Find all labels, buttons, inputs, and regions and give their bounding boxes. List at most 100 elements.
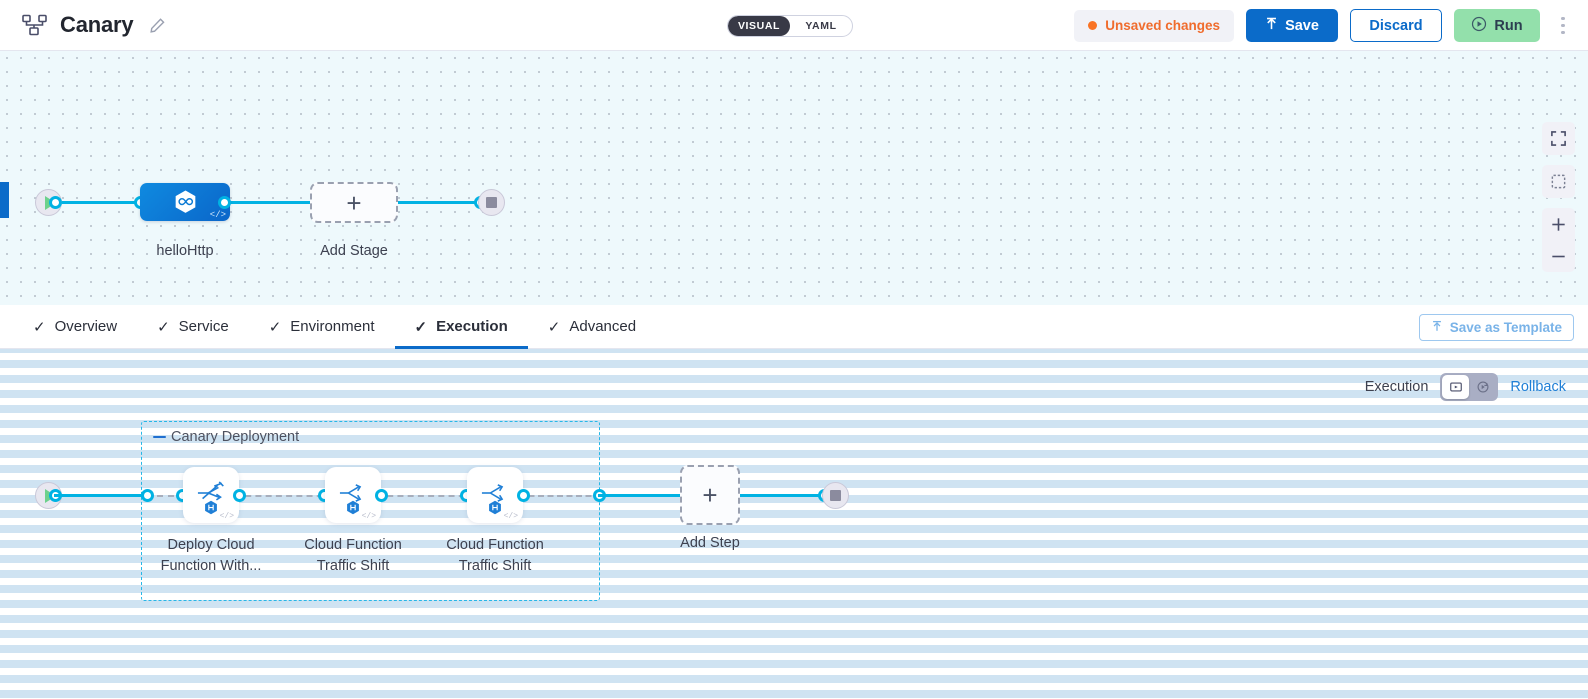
check-icon: ✓ [157, 318, 170, 336]
traffic-shift-icon [337, 479, 369, 512]
code-glyph-icon: </> [219, 512, 234, 521]
save-button[interactable]: Save [1246, 9, 1338, 42]
harness-hexagon-badge [346, 500, 361, 515]
status-dot-icon [1088, 21, 1098, 30]
upload-arrow-icon [1265, 17, 1278, 35]
step-label-line1: Cloud Function [446, 537, 544, 553]
plus-icon: + [346, 187, 362, 218]
rollback-link[interactable]: Rollback [1510, 379, 1566, 395]
step-label-line1: Deploy Cloud [167, 537, 255, 553]
play-circle-icon [1471, 16, 1487, 36]
discard-button[interactable]: Discard [1350, 9, 1442, 42]
connector-addstep-to-end [740, 494, 822, 497]
discard-button-label: Discard [1369, 17, 1423, 34]
execution-end-node[interactable] [822, 482, 849, 509]
port-step3-out [517, 489, 530, 502]
execution-view-toggle[interactable] [1440, 373, 1499, 401]
page-title: Canary [60, 12, 134, 37]
tab-advanced[interactable]: ✓ Advanced [528, 305, 656, 349]
hexagon-infinity-icon [172, 189, 199, 216]
rollback-view-icon[interactable] [1469, 375, 1496, 399]
check-icon: ✓ [268, 318, 282, 336]
add-step-label: Add Step [680, 535, 740, 551]
stop-end-icon [486, 197, 497, 208]
connector-group-in-step1 [146, 495, 196, 497]
tab-environment[interactable]: ✓ Environment [249, 305, 395, 349]
pipeline-end-node[interactable] [478, 189, 505, 216]
step-label-line2: Traffic Shift [316, 558, 390, 574]
tab-advanced-label: Advanced [569, 318, 637, 335]
run-button[interactable]: Run [1454, 9, 1540, 42]
add-stage-button[interactable]: + [310, 182, 398, 223]
check-icon: ✓ [547, 318, 561, 336]
add-step-button[interactable]: + [680, 465, 740, 525]
stage-group-header[interactable]: Canary Deployment [153, 429, 299, 445]
pipeline-stage-canvas[interactable]: </> helloHttp + Add Stage [0, 51, 1588, 305]
canvas-left-accent-bar [0, 182, 9, 218]
stage-group-title: Canary Deployment [171, 429, 300, 445]
zoom-out-icon[interactable] [1542, 240, 1575, 272]
harness-hexagon-badge [488, 500, 503, 515]
save-as-template-button[interactable]: Save as Template [1418, 314, 1574, 341]
step-node-traffic-shift-2[interactable]: </> [467, 467, 523, 523]
step-label-line1: Cloud Function [304, 537, 402, 553]
tab-overview-label: Overview [54, 318, 118, 335]
step-label-line2: Function With... [160, 558, 262, 574]
pencil-edit-icon[interactable] [149, 17, 166, 34]
unsaved-changes-badge: Unsaved changes [1074, 9, 1234, 42]
plus-icon: + [702, 480, 718, 510]
view-mode-toggle[interactable]: VISUAL YAML [727, 15, 853, 37]
tab-execution[interactable]: ✓ Execution [394, 305, 529, 349]
header-actions: Unsaved changes Save Discard [1074, 9, 1574, 42]
step-label-traffic-shift-2: Cloud Function Traffic Shift [420, 535, 570, 577]
execution-steps-canvas[interactable]: Execution Rollback [0, 349, 1588, 699]
port-start-out [49, 196, 62, 209]
tab-overview[interactable]: ✓ Overview [13, 305, 137, 349]
step-node-traffic-shift-1[interactable]: </> [325, 467, 381, 523]
code-glyph-icon: </> [503, 512, 518, 521]
config-tabs: ✓ Overview ✓ Service ✓ Environment ✓ Exe… [0, 305, 1588, 349]
step-node-deploy-cloud-function[interactable]: </> [183, 467, 239, 523]
stage-node-label: helloHttp [156, 243, 214, 259]
step-label-deploy-cloud-function: Deploy Cloud Function With... [136, 535, 286, 577]
run-button-label: Run [1494, 17, 1523, 34]
tab-execution-label: Execution [436, 318, 508, 335]
connector-start-to-stage [54, 201, 146, 204]
port-stage-out [218, 196, 231, 209]
port-group-in [141, 489, 154, 502]
check-icon: ✓ [33, 318, 46, 336]
tab-service[interactable]: ✓ Service [137, 305, 249, 349]
fullscreen-icon[interactable] [1542, 122, 1575, 155]
stage-node-hellohttp[interactable]: </> [140, 183, 230, 221]
connector-stage-to-addstage [224, 201, 314, 204]
collapse-dash-icon[interactable] [153, 435, 166, 439]
tab-visual[interactable]: VISUAL [728, 16, 790, 36]
add-stage-label: Add Stage [320, 243, 388, 259]
traffic-shift-icon [479, 479, 511, 512]
harness-hexagon-badge [204, 500, 219, 515]
deploy-function-icon [195, 479, 227, 512]
stop-end-icon [830, 490, 841, 501]
port-step1-out [233, 489, 246, 502]
check-icon: ✓ [414, 318, 428, 336]
connector-group-to-addstep [598, 494, 680, 497]
tab-service-label: Service [178, 318, 229, 335]
save-as-template-label: Save as Template [1449, 320, 1562, 335]
select-area-icon[interactable] [1542, 165, 1575, 198]
kebab-menu-icon[interactable] [1552, 10, 1574, 42]
stage-group-canary-deployment[interactable]: Canary Deployment [141, 421, 600, 601]
step-label-line2: Traffic Shift [458, 558, 532, 574]
execution-view-icon[interactable] [1442, 375, 1470, 399]
header-left-group: Canary [0, 12, 166, 38]
tab-yaml[interactable]: YAML [805, 20, 837, 32]
connector-step2-step3 [377, 495, 475, 497]
zoom-in-icon[interactable] [1542, 208, 1575, 240]
canvas-controls [1542, 122, 1575, 272]
tab-environment-label: Environment [290, 318, 375, 335]
connector-addstage-to-end [394, 201, 482, 204]
connector-step1-step2 [235, 495, 333, 497]
connector-step3-group-out [519, 495, 601, 497]
pipeline-nodes-icon [22, 14, 48, 36]
step-label-traffic-shift-1: Cloud Function Traffic Shift [278, 535, 428, 577]
